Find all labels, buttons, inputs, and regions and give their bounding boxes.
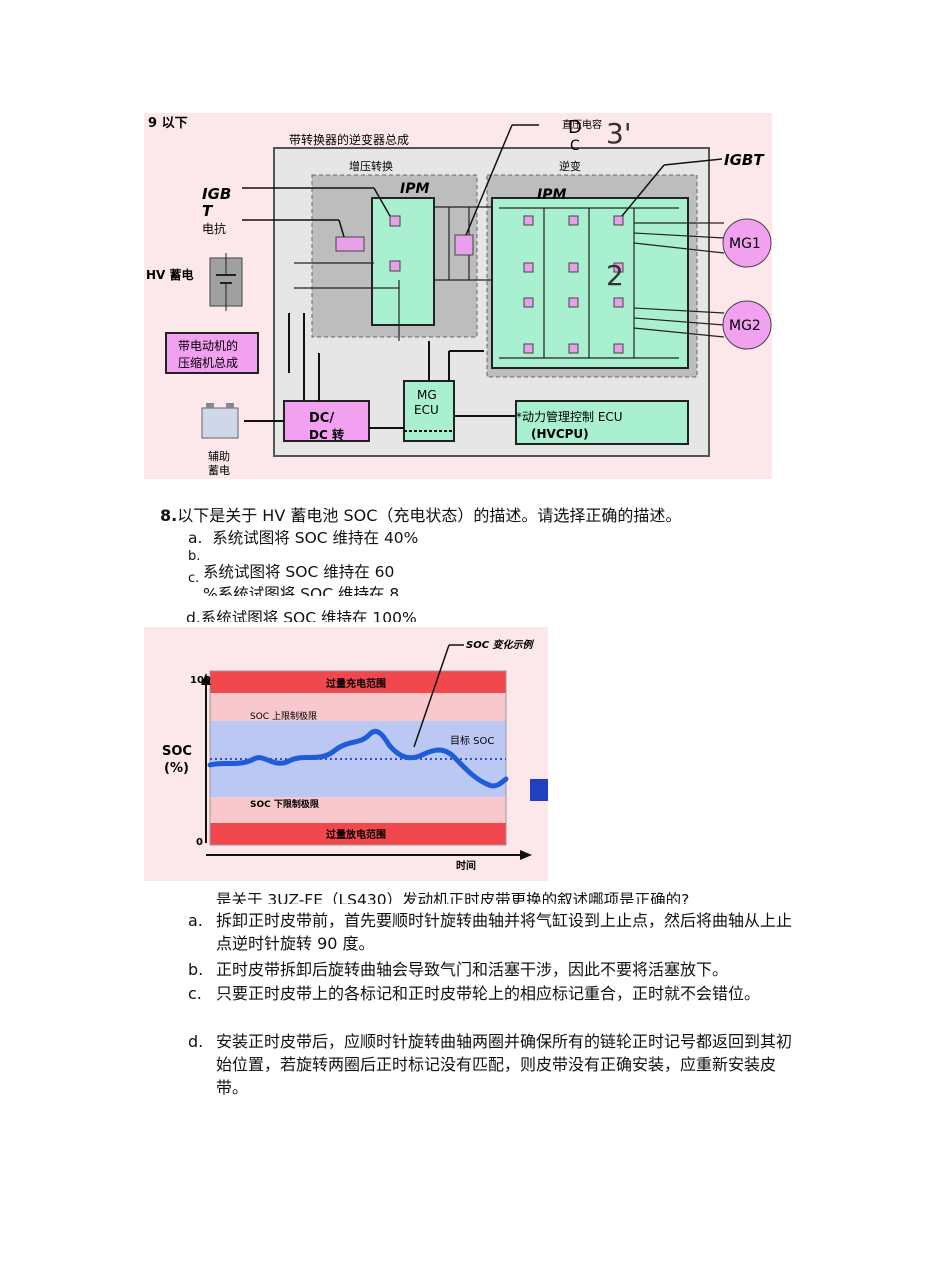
option-letter: d.: [186, 609, 201, 622]
soc-band-lower: SOC 下限制极限: [250, 798, 320, 810]
soc-x-label: 时间: [456, 859, 476, 872]
ipm-right-module: [491, 197, 689, 369]
fig1-hv-ecu-2: (HVCPU): [531, 427, 589, 441]
fig1-mg2-label: MG2: [729, 318, 761, 334]
fig1-ipm-left: IPM: [400, 181, 429, 197]
question8-option-b-text[interactable]: 系统试图将 SOC 维持在 60: [203, 563, 395, 581]
soc-y-bottom: 0: [196, 837, 203, 848]
soc-band-under: 过量放电范围: [326, 828, 386, 841]
fig1-dcdc-2: DC 转: [309, 427, 344, 442]
fig1-inverter-label: 逆变: [559, 159, 581, 173]
fig1-hv-ecu-1: *动力管理控制 ECU: [516, 409, 623, 424]
fig1-igbt-left-2: T: [202, 202, 214, 220]
option-text: 系统试图将 SOC 维持在 40%: [212, 529, 419, 547]
mg2-motor: [722, 300, 772, 350]
question8-title: 8.以下是关于 HV 蓄电池 SOC（充电状态）的描述。请选择正确的描述。: [160, 502, 681, 526]
soc-curve: [207, 728, 509, 789]
fig1-compressor-2: 压缩机总成: [178, 355, 238, 370]
fig1-dc-d-label: D: [568, 117, 582, 138]
aux-battery-icon: [201, 407, 239, 439]
fig1-dc-top-label: 直压电容: [562, 118, 602, 131]
inverter-diagram: 9 以下 带转换器的逆变器总成 增压转换 逆变 D C 直压电容 3' 2 IG…: [144, 113, 772, 479]
question9-option-b[interactable]: b. 正时皮带拆卸后旋转曲轴会导致气门和活塞干涉，因此不要将活塞放下。: [188, 958, 798, 981]
fig1-dc-c-label: C: [570, 138, 580, 154]
band-overcharge: [210, 671, 506, 693]
fig1-mg-ecu-2: ECU: [414, 403, 439, 417]
fig1-top-label: 带转换器的逆变器总成: [289, 132, 409, 147]
option-text: 系统试图将 SOC 维持在 100%: [200, 609, 417, 622]
fig1-aux-2: 蓄电: [208, 464, 230, 477]
soc-band-over: 过量充电范围: [326, 677, 386, 690]
band-overdischarge: [210, 823, 506, 845]
fig1-igbt-left-1: IGB: [202, 185, 231, 203]
control-lines: [244, 313, 516, 429]
fig1-marker-3: 3': [606, 117, 632, 150]
option-letter: a.: [188, 911, 203, 930]
example-leader: [413, 644, 450, 748]
soc-band-target: 目标 SOC: [450, 735, 494, 747]
soc-y-label-1: SOC: [162, 744, 192, 759]
soc-y-top: 100: [190, 675, 211, 686]
option-text: 安装正时皮带后，应顺时针旋转曲轴两圈并确保所有的链轮正时记号都返回到其初始位置，…: [216, 1032, 793, 1097]
question9-option-c[interactable]: c. 只要正时皮带上的各标记和正时皮带轮上的相应标记重合，正时就不会错位。: [188, 982, 798, 1028]
fig1-compressor-1: 带电动机的: [178, 338, 238, 353]
fig1-ipm-right: IPM: [537, 187, 566, 203]
edge-badge: [530, 779, 548, 801]
fig1-corner-label: 9 以下: [148, 116, 188, 131]
option-text: 拆卸正时皮带前，首先要顺时针旋转曲轴并将气缸设到上止点，然后将曲轴从上止点逆时针…: [216, 911, 793, 953]
band-upper-margin: [210, 693, 506, 721]
dcdc-box: [283, 400, 370, 442]
question8-option-c-text[interactable]: %系统试图将 SOC 维持在 8: [203, 585, 400, 596]
soc-example-label: SOC 变化示例: [466, 639, 535, 651]
igbt-left-lower: [389, 260, 401, 272]
ipm-left-module: [371, 197, 435, 326]
mg1-motor: [722, 218, 772, 268]
option-letter: c.: [188, 984, 202, 1003]
fig1-mg-ecu-1: MG: [417, 388, 437, 402]
fig1-aux-1: 辅助: [208, 449, 230, 463]
igbt-left-upper: [389, 215, 401, 227]
soc-y-label-2: (%): [164, 761, 189, 776]
band-lower-margin: [210, 797, 506, 823]
soc-diagram-svg: SOC 变化示例 100 0 SOC (%) 过量充电范围 SOC 上限制极限 …: [162, 639, 548, 872]
fig1-mg1-label: MG1: [729, 236, 761, 252]
fig1-igbt-left-3: 电抗: [202, 221, 226, 236]
fig1-boost-label: 增压转换: [349, 159, 393, 173]
fig1-marker-2: 2: [606, 259, 624, 292]
question8-text: 以下是关于 HV 蓄电池 SOC（充电状态）的描述。请选择正确的描述。: [177, 506, 682, 525]
fig1-igbt-right: IGBT: [724, 151, 765, 169]
reactor-symbol: [335, 236, 365, 252]
option-text: 只要正时皮带上的各标记和正时皮带轮上的相应标记重合，正时就不会错位。: [216, 984, 761, 1003]
option-letter: b.: [188, 960, 204, 979]
option-text: 正时皮带拆卸后旋转曲轴会导致气门和活塞干涉，因此不要将活塞放下。: [216, 960, 729, 979]
inverter-bus-lines: [294, 206, 725, 359]
dc-capacitor-symbol: [454, 234, 474, 256]
fig1-dcdc-1: DC/: [309, 411, 334, 426]
option-letter: d.: [188, 1032, 204, 1051]
question8-number: 8.: [160, 506, 178, 525]
question9-option-d[interactable]: d. 安装正时皮带后，应顺时针旋转曲轴两圈并确保所有的链轮正时记号都返回到其初始…: [188, 1030, 798, 1100]
question8-option-b-letter[interactable]: b.: [188, 549, 201, 564]
compressor-box: [165, 332, 259, 374]
inverter-diagram-svg: 9 以下 带转换器的逆变器总成 增压转换 逆变 D C 直压电容 3' 2 IG…: [146, 116, 772, 477]
question8-option-c-letter[interactable]: c.: [188, 571, 200, 586]
soc-diagram: SOC 变化示例 100 0 SOC (%) 过量充电范围 SOC 上限制极限 …: [144, 627, 548, 881]
question8-option-a[interactable]: a. 系统试图将 SOC 维持在 40%: [188, 526, 418, 548]
question8-option-d[interactable]: d.系统试图将 SOC 维持在 100%: [186, 606, 417, 622]
fig1-hv-battery: HV 蓄电: [146, 267, 194, 282]
soc-band-upper: SOC 上限制极限: [250, 710, 317, 722]
question9-title: 是关于 3UZ-FE（LS430）发动机正时皮带更换的叙述哪项是正确的?: [216, 891, 690, 904]
igbt-grid: [523, 215, 624, 354]
option-letter: a.: [188, 529, 203, 547]
hv-ecu-box: [515, 400, 689, 445]
leader-lines: [242, 124, 723, 238]
question9-option-a[interactable]: a. 拆卸正时皮带前，首先要顺时针旋转曲轴并将气缸设到上止点，然后将曲轴从上止点…: [188, 909, 798, 955]
